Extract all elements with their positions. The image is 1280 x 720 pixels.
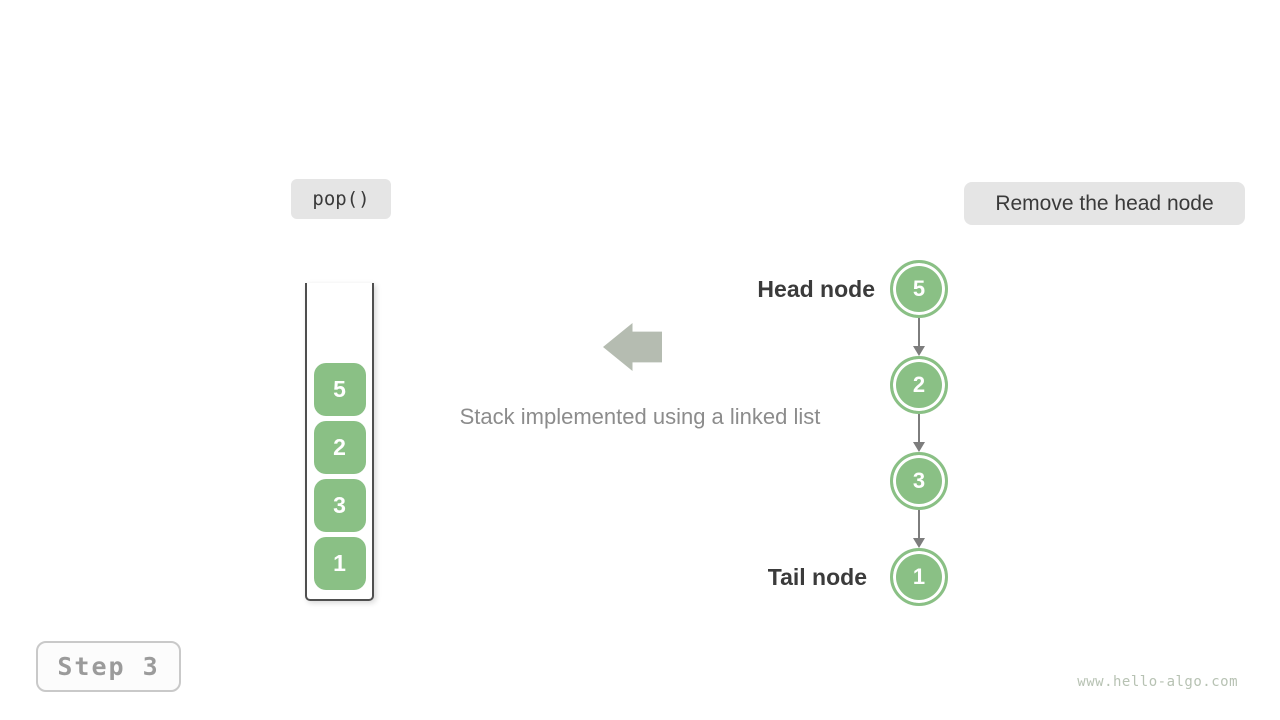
arrow-head (913, 442, 925, 452)
watermark-text: www.hello-algo.com (1077, 674, 1238, 690)
linked-list-node: 3 (890, 452, 948, 510)
head-node-label: Head node (757, 276, 875, 302)
arrow-line (918, 414, 920, 444)
arrow-head (913, 538, 925, 548)
down-arrow-icon (908, 414, 930, 452)
down-arrow-icon (908, 318, 930, 356)
linked-list-node: 2 (890, 356, 948, 414)
arrow-head (913, 346, 925, 356)
pop-operation-badge: pop() (291, 179, 391, 219)
stack-item: 1 (313, 537, 366, 590)
remove-head-node-badge: Remove the head node (964, 182, 1245, 225)
arrow-line (918, 318, 920, 348)
left-block-arrow-icon (603, 323, 662, 371)
linked-list-node: 5 (890, 260, 948, 318)
down-arrow-icon (908, 510, 930, 548)
caption-text: Stack implemented using a linked list (459, 404, 821, 429)
step-badge: Step 3 (36, 641, 181, 692)
stack-container: 5 2 3 1 (305, 283, 374, 601)
stack-item: 5 (313, 363, 366, 416)
stack-item: 2 (313, 421, 366, 474)
arrow-line (918, 510, 920, 540)
stack-item: 3 (313, 479, 366, 532)
tail-node-label: Tail node (767, 564, 867, 590)
linked-list-node: 1 (890, 548, 948, 606)
